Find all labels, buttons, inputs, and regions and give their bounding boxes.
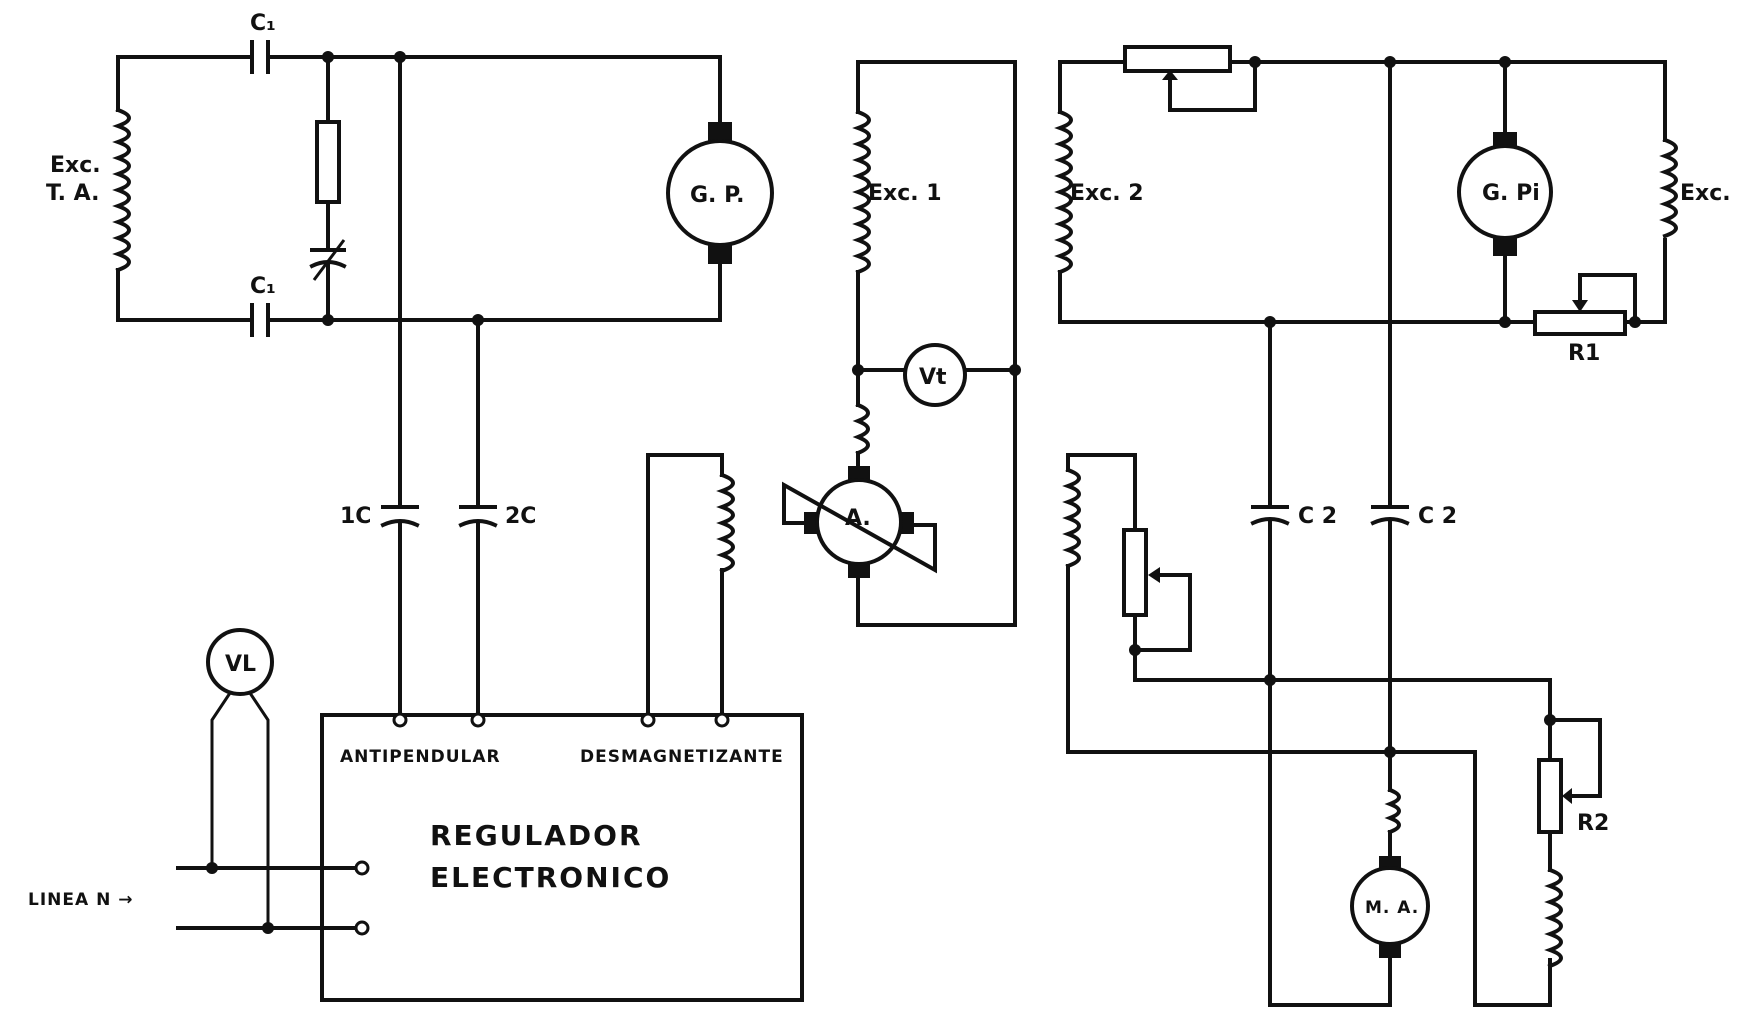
exc-right-coil — [1659, 137, 1678, 239]
series-coil — [852, 402, 870, 456]
antipendular-label: ANTIPENDULAR — [340, 747, 501, 767]
ma-label: M. A. — [1365, 898, 1419, 918]
exc-ta-coil — [112, 107, 131, 273]
exc2-label: Exc. 2 — [1070, 181, 1144, 206]
c1-bottom-label: C₁ — [250, 274, 276, 299]
resistor-left — [315, 120, 341, 204]
voltmeter-vl — [206, 628, 274, 696]
capacitor-c2-right — [1370, 505, 1410, 526]
exc1-label: Exc. 1 — [868, 181, 942, 206]
r1-label: R1 — [1568, 341, 1600, 366]
capacitor-1c — [380, 505, 420, 528]
c1-top-label: C₁ — [250, 11, 276, 36]
exc-ta-label-2: T. A. — [46, 181, 99, 206]
amplidyne-a — [782, 466, 937, 578]
generator-gp — [666, 122, 774, 264]
voltmeter-vt — [903, 343, 967, 407]
capacitor-2c — [458, 505, 498, 528]
vl-label: VL — [225, 652, 256, 677]
cap-1c-label: 1C — [340, 504, 371, 529]
vt-label: Vt — [919, 365, 947, 390]
generator-gpi — [1457, 132, 1553, 256]
c2-right-label: C 2 — [1418, 504, 1457, 529]
regulator-box — [320, 713, 804, 1002]
exc1-coil — [852, 109, 871, 275]
cap-2c-label: 2C — [505, 504, 536, 529]
r2-label: R2 — [1577, 811, 1609, 836]
regulador-label: REGULADOR — [430, 819, 643, 852]
exc2-coil — [1054, 109, 1073, 275]
capacitor-c1-top — [250, 40, 270, 74]
r2-series-coil — [1544, 867, 1563, 969]
exc-ta-label-1: Exc. — [50, 153, 101, 178]
linea-label: LINEA N → — [28, 890, 133, 910]
electronico-label: ELECTRONICO — [430, 861, 671, 894]
rheostat-top — [1123, 45, 1257, 112]
lower-exc-coil — [1062, 467, 1081, 569]
c2-left-label: C 2 — [1298, 504, 1337, 529]
desmagnetizante-coil — [716, 472, 735, 574]
rheostat-r1 — [1533, 273, 1637, 336]
motor-coil — [1384, 787, 1401, 835]
variable-capacitor-left — [309, 239, 347, 281]
capacitor-c2-left — [1250, 505, 1290, 526]
desmagnetizante-label: DESMAGNETIZANTE — [580, 747, 784, 767]
gp-label: G. P. — [690, 183, 745, 208]
right-circuit: Exc. 2 G. Pi Exc. R1 — [1054, 45, 1731, 1007]
gpi-label: G. Pi — [1482, 181, 1540, 206]
capacitor-c1-bottom — [250, 303, 270, 337]
motor-ma — [1350, 856, 1430, 958]
a-label: A. — [845, 506, 871, 531]
left-circuit: Exc. T. A. C₁ C₁ G. P. — [28, 11, 804, 1002]
middle-circuit: Exc. 1 Vt A. — [782, 60, 1021, 627]
exc-right-label: Exc. — [1680, 181, 1731, 206]
